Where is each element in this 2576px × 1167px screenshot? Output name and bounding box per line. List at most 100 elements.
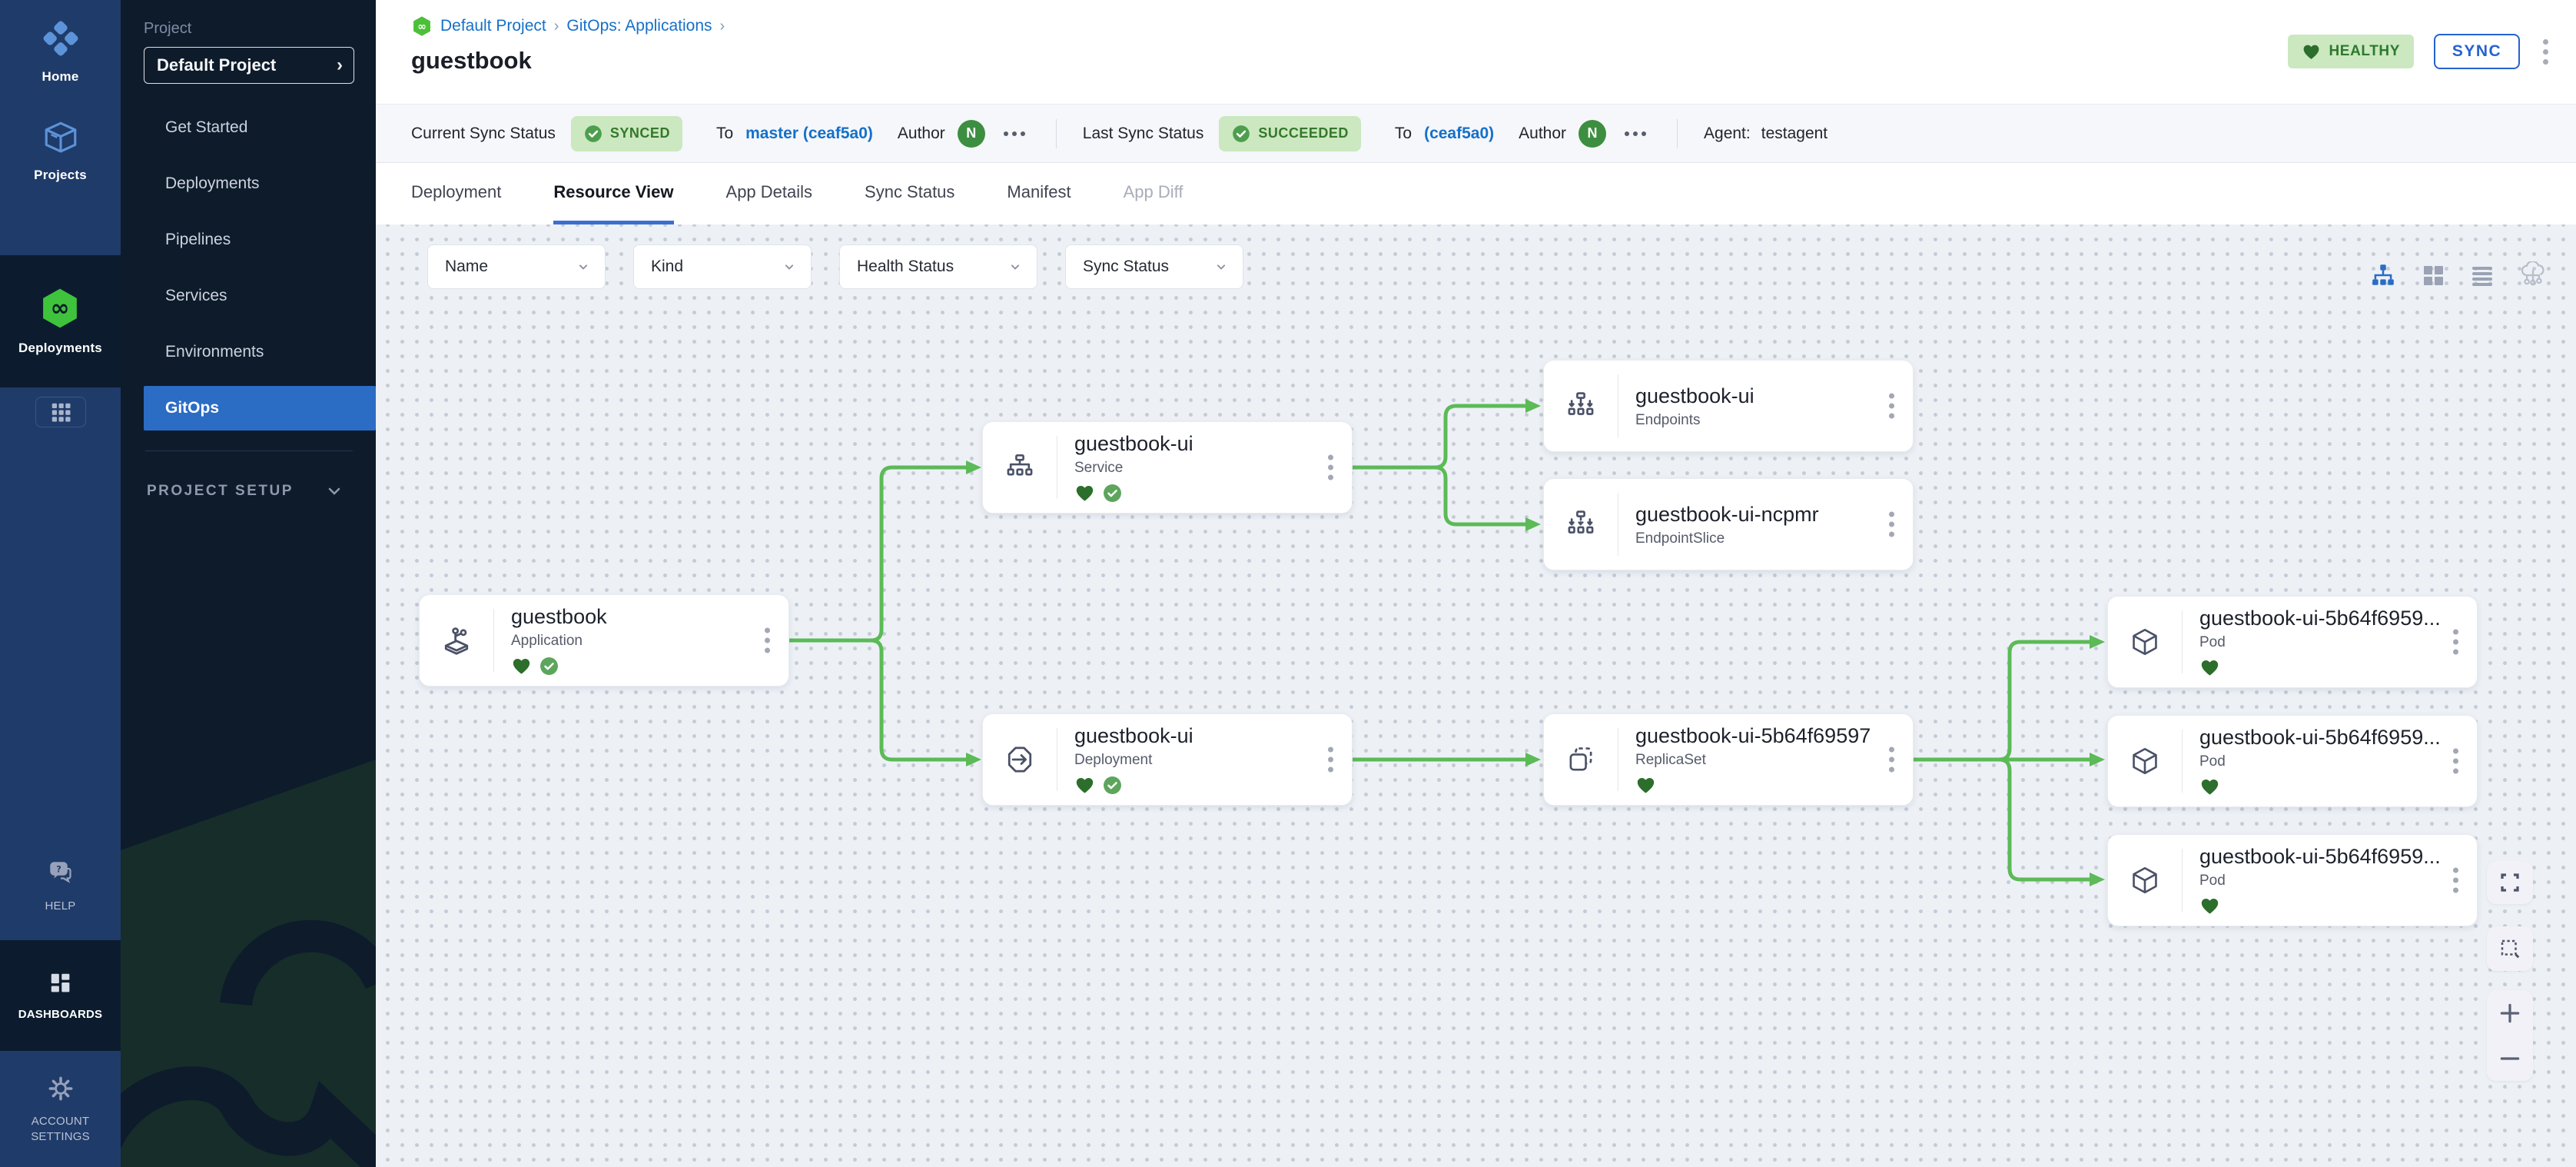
breadcrumb-applications-link[interactable]: GitOps: Applications [566, 17, 712, 35]
rail-item-label: Deployments [18, 341, 102, 355]
resource-node-deployment[interactable]: guestbook-ui Deployment [982, 713, 1353, 806]
zoom-in-button[interactable] [2487, 990, 2533, 1036]
module-picker-button[interactable] [35, 397, 86, 427]
node-title: guestbook-ui [1635, 384, 1754, 407]
resource-node-pod-3[interactable]: guestbook-ui-5b64f6959... Pod [2107, 834, 2478, 926]
rail-item-dashboards[interactable]: DASHBOARDS [18, 969, 103, 1022]
node-kebab-icon[interactable] [2450, 627, 2461, 658]
projects-icon [41, 118, 80, 161]
replicaset-icon [1544, 743, 1618, 776]
chevron-down-icon [328, 487, 340, 495]
sidebar-item-environments[interactable]: Environments [165, 343, 264, 361]
breadcrumb: ∞ Default Project › GitOps: Applications… [411, 0, 2576, 37]
sidebar-item-deployments[interactable]: Deployments [165, 175, 260, 192]
rail-item-label: HELP [45, 899, 76, 913]
network-view-icon[interactable] [2519, 261, 2547, 289]
app-menu-kebab-icon[interactable] [2540, 36, 2551, 68]
chevron-down-icon [1011, 264, 1020, 270]
node-kebab-icon[interactable] [1886, 509, 1897, 540]
to-label: To [1394, 124, 1412, 142]
node-kind: Pod [2199, 873, 2226, 889]
filter-health-status[interactable]: Health Status [839, 244, 1037, 289]
agent-label: Agent: [1704, 124, 1751, 142]
resource-node-service[interactable]: guestbook-ui Service [982, 421, 1353, 514]
node-kebab-icon[interactable] [1886, 744, 1897, 776]
tab-deployment[interactable]: Deployment [411, 181, 502, 201]
current-sync-label: Current Sync Status [411, 124, 556, 142]
rail-item-help[interactable]: ? HELP [45, 857, 76, 914]
resource-node-endpoints[interactable]: guestbook-ui Endpoints [1543, 360, 1914, 452]
sidebar-item-pipelines[interactable]: Pipelines [165, 231, 231, 248]
filter-sync-status[interactable]: Sync Status [1065, 244, 1243, 289]
pod-icon [2108, 864, 2182, 896]
chevron-down-icon [1217, 264, 1226, 270]
tab-app-details[interactable]: App Details [725, 181, 813, 201]
sidebar-item-services[interactable]: Services [165, 287, 227, 304]
project-selector[interactable]: Default Project › [144, 47, 354, 84]
resource-graph-canvas[interactable]: Name Kind Health Status Sync Status [376, 224, 2576, 1167]
health-badge-label: HEALTHY [2329, 43, 2400, 59]
breadcrumb-project-link[interactable]: Default Project [440, 17, 546, 35]
marquee-select-button[interactable] [2487, 926, 2533, 971]
sidebar-item-get-started[interactable]: Get Started [165, 118, 248, 136]
tab-sync-status[interactable]: Sync Status [865, 181, 955, 201]
sidebar-item-gitops[interactable]: GitOps [144, 386, 376, 431]
tab-resource-view[interactable]: Resource View [553, 163, 674, 224]
node-kebab-icon[interactable] [1325, 744, 1336, 776]
node-kebab-icon[interactable] [2450, 746, 2461, 777]
zoom-out-button[interactable] [2487, 1036, 2533, 1081]
node-title: guestbook-ui-5b64f6959... [2199, 726, 2441, 749]
node-kebab-icon[interactable] [1325, 452, 1336, 484]
fullscreen-button[interactable] [2487, 861, 2533, 904]
rail-item-deployments[interactable]: ∞ Deployments [18, 287, 102, 356]
list-view-icon[interactable] [2470, 263, 2495, 288]
node-kebab-icon[interactable] [762, 625, 773, 657]
filter-label: Kind [651, 258, 684, 275]
health-status-badge: HEALTHY [2288, 35, 2414, 68]
tab-app-diff[interactable]: App Diff [1123, 181, 1183, 201]
page-title: guestbook [411, 47, 532, 74]
node-kind: Deployment [1074, 752, 1153, 768]
resource-node-pod-1[interactable]: guestbook-ui-5b64f6959... Pod [2107, 596, 2478, 688]
status-divider [1055, 118, 1057, 148]
tab-manifest[interactable]: Manifest [1007, 181, 1071, 201]
resource-node-application[interactable]: guestbook Application [419, 594, 789, 687]
rail-item-home[interactable]: Home [41, 18, 81, 85]
tree-view-icon[interactable] [2370, 262, 2396, 288]
author-avatar[interactable]: N [1578, 119, 1607, 148]
current-revision-link[interactable]: master (ceaf5a0) [745, 124, 873, 142]
gear-icon [46, 1074, 75, 1107]
healthy-heart-icon [2201, 660, 2219, 676]
node-kind: Pod [2199, 634, 2226, 650]
healthy-heart-icon [513, 658, 530, 674]
gitops-module-icon: ∞ [38, 287, 81, 334]
rail-item-projects[interactable]: Projects [34, 118, 87, 183]
grid-view-icon[interactable] [2421, 263, 2445, 288]
commit-details-kebab-icon[interactable] [1620, 127, 1651, 141]
rail-item-account-settings[interactable]: ACCOUNT SETTINGS [15, 1074, 107, 1145]
filter-kind[interactable]: Kind [633, 244, 812, 289]
healthy-heart-icon [2201, 898, 2219, 914]
to-label: To [715, 124, 734, 142]
commit-details-kebab-icon[interactable] [999, 127, 1030, 141]
application-icon [420, 623, 493, 657]
page-header: ∞ Default Project › GitOps: Applications… [376, 0, 2576, 104]
node-title: guestbook-ui-5b64f69597 [1635, 724, 1871, 747]
author-avatar[interactable]: N [957, 119, 985, 148]
node-kebab-icon[interactable] [2450, 865, 2461, 896]
marquee-select-icon [2501, 939, 2520, 959]
check-circle-icon [1233, 125, 1250, 142]
healthy-heart-icon [1076, 777, 1094, 793]
resource-node-pod-2[interactable]: guestbook-ui-5b64f6959... Pod [2107, 715, 2478, 807]
node-kind: Application [511, 633, 583, 649]
rail-item-label: Home [41, 69, 79, 84]
resource-node-replicaset[interactable]: guestbook-ui-5b64f69597 ReplicaSet [1543, 713, 1914, 806]
resource-node-endpointslice[interactable]: guestbook-ui-ncpmr EndpointSlice [1543, 478, 1914, 570]
last-revision-link[interactable]: (ceaf5a0) [1424, 124, 1495, 142]
project-setup-toggle[interactable]: PROJECT SETUP [147, 482, 344, 500]
service-icon [983, 451, 1057, 484]
filter-name[interactable]: Name [427, 244, 606, 289]
last-sync-label: Last Sync Status [1082, 124, 1204, 142]
node-kebab-icon[interactable] [1886, 391, 1897, 422]
sync-button[interactable]: SYNC [2434, 34, 2520, 69]
